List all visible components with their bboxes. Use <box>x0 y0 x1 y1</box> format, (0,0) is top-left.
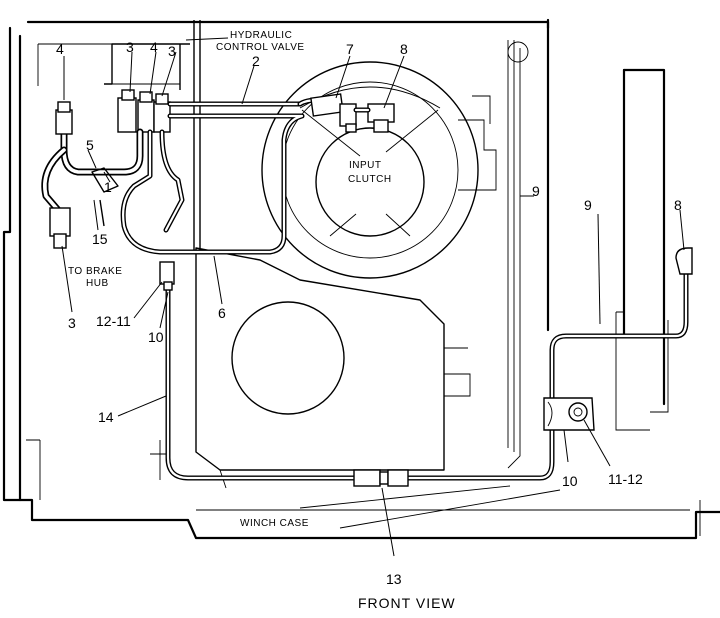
brake-hub-hose <box>41 101 144 249</box>
callout-numbers: 4 3 4 3 2 7 8 5 1 15 3 12-11 10 6 14 9 9… <box>56 39 682 587</box>
callout-9-right: 9 <box>584 197 592 213</box>
hydraulic-control-valve-label-line1: HYDRAULIC <box>230 30 292 41</box>
valve-to-clutch-tubes <box>120 97 321 255</box>
callout-14: 14 <box>98 409 114 425</box>
callout-5: 5 <box>86 137 94 153</box>
leader-lines <box>61 37 685 557</box>
callout-10-left: 10 <box>148 329 164 345</box>
winch-case-label: WINCH CASE <box>240 518 309 529</box>
view-title: FRONT VIEW <box>358 595 456 611</box>
callout-9-mid: 9 <box>532 183 540 199</box>
winch-case-outline <box>2 18 720 540</box>
input-clutch-housing <box>261 61 497 279</box>
callout-13: 13 <box>386 571 402 587</box>
callout-12-11: 12-11 <box>96 313 131 329</box>
callout-4-left: 4 <box>56 41 64 57</box>
callout-3-top-right: 3 <box>168 43 176 59</box>
callout-3-top-left: 3 <box>126 39 134 55</box>
to-brake-hub-label-line1: TO BRAKE <box>68 266 122 277</box>
callout-15: 15 <box>92 231 108 247</box>
return-line-tube <box>159 247 693 487</box>
to-brake-hub-label-line2: HUB <box>86 278 109 289</box>
lower-housing <box>195 247 471 489</box>
callout-3-bottom: 3 <box>68 315 76 331</box>
hydraulic-control-valve <box>104 43 190 133</box>
callout-8-top: 8 <box>400 41 408 57</box>
input-clutch-label-line1: INPUT <box>349 160 382 171</box>
tube-clip-assembly <box>543 397 595 431</box>
diagram-labels: HYDRAULIC CONTROL VALVE INPUT CLUTCH TO … <box>68 30 456 611</box>
clutch-fittings <box>310 93 395 133</box>
input-clutch-label-line2: CLUTCH <box>348 174 392 185</box>
callout-1: 1 <box>104 179 112 195</box>
winch-case-lines <box>299 485 561 529</box>
hydraulic-control-valve-label-line2: CONTROL VALVE <box>216 42 305 53</box>
callout-7: 7 <box>346 41 354 57</box>
callout-8-right: 8 <box>674 197 682 213</box>
callout-6: 6 <box>218 305 226 321</box>
callout-10-right: 10 <box>562 473 578 489</box>
callout-2: 2 <box>252 53 260 69</box>
callout-11-12: 11-12 <box>608 471 643 487</box>
callout-4-top-mid: 4 <box>150 39 158 55</box>
